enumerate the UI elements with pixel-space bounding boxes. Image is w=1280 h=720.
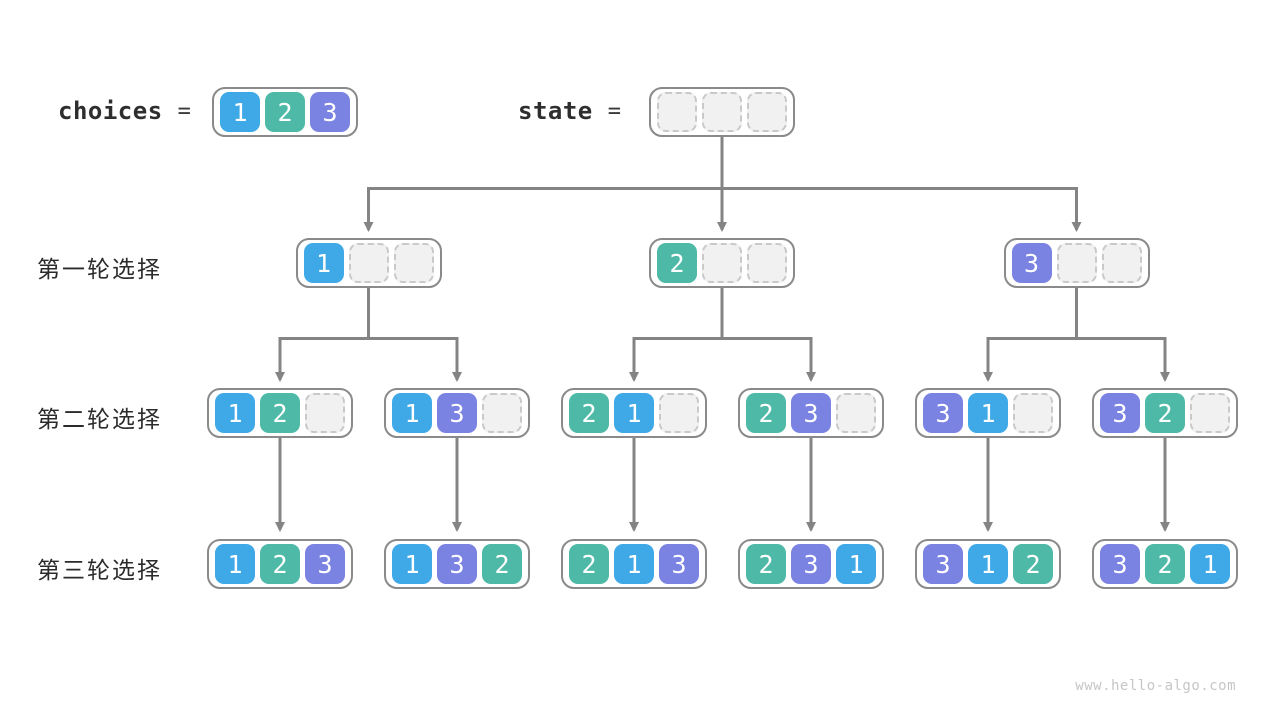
cell-3: 3 bbox=[791, 393, 831, 433]
empty-cell bbox=[836, 393, 876, 433]
empty-cell bbox=[305, 393, 345, 433]
empty-cell bbox=[1101, 243, 1142, 283]
cell-2: 2 bbox=[482, 544, 522, 584]
cell-2: 2 bbox=[657, 243, 697, 283]
cell-1: 1 bbox=[215, 393, 255, 433]
cell-2: 2 bbox=[746, 544, 786, 584]
empty-cell bbox=[1056, 243, 1097, 283]
cell-1: 1 bbox=[392, 393, 432, 433]
cell-3: 3 bbox=[305, 544, 345, 584]
watermark: www.hello-algo.com bbox=[1075, 678, 1236, 694]
state-label: state bbox=[518, 97, 593, 125]
cell-1: 1 bbox=[303, 243, 344, 283]
empty-cell bbox=[747, 92, 787, 132]
cell-1: 1 bbox=[968, 544, 1008, 584]
choices-equals-sign: = bbox=[177, 98, 191, 124]
cell-2: 2 bbox=[569, 393, 609, 433]
cell-2: 2 bbox=[260, 393, 300, 433]
cell-1: 1 bbox=[1190, 544, 1230, 584]
cell-3: 3 bbox=[1100, 544, 1140, 584]
cell-2: 2 bbox=[1145, 393, 1185, 433]
state-equals-sign: = bbox=[607, 98, 621, 124]
empty-cell bbox=[348, 243, 389, 283]
cell-2: 2 bbox=[569, 544, 609, 584]
round1-box-1xx: 1 bbox=[295, 238, 442, 288]
cell-1: 1 bbox=[968, 393, 1008, 433]
cell-3: 3 bbox=[437, 393, 477, 433]
empty-cell bbox=[659, 393, 699, 433]
cell-3: 3 bbox=[1100, 393, 1140, 433]
empty-cell bbox=[393, 243, 434, 283]
cell-3: 3 bbox=[923, 544, 963, 584]
empty-cell bbox=[1190, 393, 1230, 433]
cell-3: 3 bbox=[791, 544, 831, 584]
cell-2: 2 bbox=[265, 92, 305, 132]
cell-3: 3 bbox=[923, 393, 963, 433]
round1-box-3xx: 3 bbox=[1003, 238, 1150, 288]
row-label-round-3: 第三轮选择 bbox=[37, 557, 162, 583]
state-header: state = bbox=[518, 95, 621, 127]
empty-cell bbox=[1013, 393, 1053, 433]
cell-2: 2 bbox=[1145, 544, 1185, 584]
empty-cell bbox=[702, 243, 742, 283]
cell-3: 3 bbox=[437, 544, 477, 584]
cell-1: 1 bbox=[614, 393, 654, 433]
row-label-round-1: 第一轮选择 bbox=[37, 256, 162, 282]
cell-3: 3 bbox=[659, 544, 699, 584]
cell-1: 1 bbox=[836, 544, 876, 584]
cell-1: 1 bbox=[614, 544, 654, 584]
cell-3: 3 bbox=[310, 92, 350, 132]
cell-3: 3 bbox=[1011, 243, 1052, 283]
empty-cell bbox=[657, 92, 697, 132]
empty-cell bbox=[747, 243, 787, 283]
cell-2: 2 bbox=[746, 393, 786, 433]
cell-2: 2 bbox=[260, 544, 300, 584]
state-box bbox=[649, 87, 795, 137]
round1-box-2xx: 2 bbox=[649, 238, 795, 288]
cell-1: 1 bbox=[215, 544, 255, 584]
cell-1: 1 bbox=[392, 544, 432, 584]
choices-label: choices bbox=[58, 97, 163, 125]
row-label-round-2: 第二轮选择 bbox=[37, 406, 162, 432]
empty-cell bbox=[482, 393, 522, 433]
cell-1: 1 bbox=[220, 92, 260, 132]
cell-2: 2 bbox=[1013, 544, 1053, 584]
empty-cell bbox=[702, 92, 742, 132]
choices-header: choices = bbox=[58, 95, 191, 127]
